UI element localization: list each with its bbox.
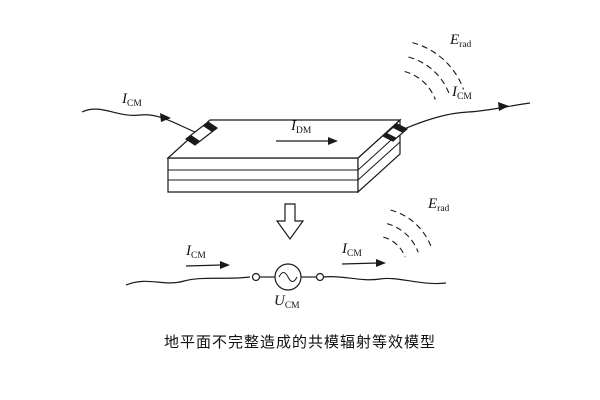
radiation-arcs-middle — [383, 209, 432, 258]
label-icm-top-right: ICM — [451, 84, 472, 102]
figure-caption: 地平面不完整造成的共模辐射等效模型 — [164, 333, 436, 351]
equivalence-down-arrow-icon — [275, 203, 305, 241]
wire-top-right — [403, 102, 531, 130]
arrowhead-icm-bottom-left-icon — [220, 261, 230, 269]
label-ucm: UCM — [274, 293, 300, 311]
label-idm: IDM — [290, 118, 312, 136]
radiation-arc-mid-2 — [386, 223, 419, 253]
label-icm-bottom-left: ICM — [185, 243, 206, 261]
terminal-right — [315, 272, 325, 282]
pcb-front-face — [167, 157, 359, 193]
arrowhead-idm-icon — [328, 137, 338, 145]
label-icm-bottom-right: ICM — [341, 241, 362, 259]
radiation-arc-mid-3 — [390, 209, 432, 248]
label-erad-top: Erad — [449, 32, 472, 50]
icm-bottom-right-arrow-line — [341, 262, 379, 265]
radiation-arc-mid-1 — [383, 236, 406, 258]
icm-bottom-left-arrow-line — [185, 264, 223, 267]
pcb-layer-line-side-2 — [357, 141, 401, 181]
wire-top-left — [81, 108, 198, 134]
radiation-arc-top-1 — [404, 70, 436, 100]
radiation-arc-top-2 — [408, 56, 450, 95]
connector-right-pad-back — [393, 124, 407, 133]
arrowhead-icm-top-left-icon — [160, 113, 171, 122]
label-erad-middle: Erad — [427, 196, 450, 214]
label-icm-top-left: ICM — [121, 91, 142, 109]
connector-left-pad-front — [186, 135, 200, 145]
terminal-left — [251, 272, 261, 282]
circuit-wire-right — [323, 276, 447, 285]
circuit-wire-left — [125, 276, 251, 286]
sine-wave-icon — [278, 272, 298, 282]
connector-left-pad-back — [203, 122, 217, 132]
arrowhead-icm-top-right-icon — [498, 102, 509, 111]
connector-right-pad-front — [383, 133, 397, 141]
radiation-arcs-top — [404, 42, 465, 100]
arrowhead-icm-bottom-right-icon — [376, 259, 386, 267]
radiation-arc-top-3 — [412, 42, 465, 90]
